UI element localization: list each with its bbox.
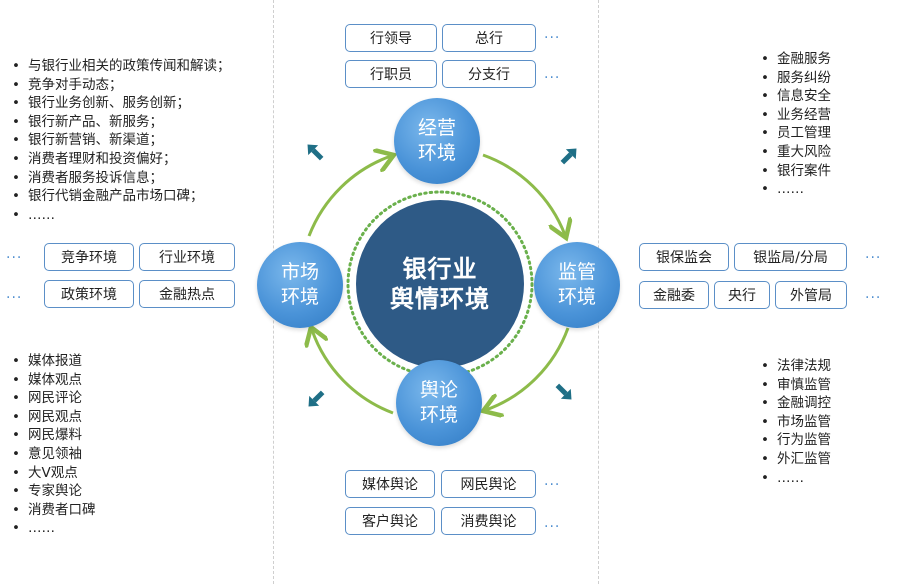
list-item: 媒体报道 bbox=[12, 352, 96, 371]
list-item: 业务经营 bbox=[761, 106, 831, 125]
list-item: …… bbox=[761, 180, 831, 199]
arrow-top-right bbox=[560, 148, 577, 165]
list-item: 意见领袖 bbox=[12, 445, 96, 464]
tag-cbirc: 银保监会 bbox=[639, 243, 729, 271]
left-more-1: ··· bbox=[6, 250, 23, 266]
node-regulatory-line1: 监管 bbox=[557, 261, 596, 283]
list-item: 金融调控 bbox=[761, 394, 831, 413]
tag-industry: 行业环境 bbox=[139, 243, 235, 271]
tag-central-bank: 央行 bbox=[714, 281, 770, 309]
list-market-items: 与银行业相关的政策传闻和解读；竞争对手动态；银行业务创新、服务创新；银行新产品、… bbox=[12, 57, 231, 224]
list-item: 银行新营销、新渠道； bbox=[12, 131, 231, 150]
list-item: …… bbox=[12, 206, 231, 225]
list-item: 银行新产品、新服务； bbox=[12, 113, 231, 132]
list-item: …… bbox=[761, 469, 831, 488]
list-item: 竞争对手动态； bbox=[12, 76, 231, 95]
tag-policy: 政策环境 bbox=[44, 280, 134, 308]
list-item: 市场监管 bbox=[761, 413, 831, 432]
tag-bank-leaders: 行领导 bbox=[345, 24, 437, 52]
node-business-line1: 经营 bbox=[417, 117, 456, 139]
arc-top-left bbox=[307, 156, 391, 237]
list-regulatory-items: 法律法规审慎监管金融调控市场监管行为监管外汇监管…… bbox=[761, 357, 831, 487]
tag-competition: 竞争环境 bbox=[44, 243, 134, 271]
left-more-2: ··· bbox=[6, 290, 23, 306]
list-opinion-items: 媒体报道媒体观点网民评论网民观点网民爆料意见领袖大V观点专家舆论消费者口碑…… bbox=[12, 352, 96, 538]
node-opinion-line1: 舆论 bbox=[419, 379, 458, 401]
list-item: …… bbox=[12, 519, 96, 538]
node-market-env: 市场 环境 bbox=[257, 242, 343, 328]
arc-bottom-right bbox=[486, 327, 570, 410]
list-item: 消费者服务投诉信息； bbox=[12, 169, 231, 188]
list-item: 与银行业相关的政策传闻和解读； bbox=[12, 57, 231, 76]
tag-media-opinion: 媒体舆论 bbox=[345, 470, 435, 498]
list-item: 网民评论 bbox=[12, 389, 96, 408]
list-item: 媒体观点 bbox=[12, 371, 96, 390]
arc-top-right bbox=[482, 153, 565, 235]
arrows bbox=[307, 144, 577, 407]
center-line2: 舆情环境 bbox=[390, 285, 490, 313]
right-more-1: ··· bbox=[865, 250, 882, 266]
arrow-bottom-right bbox=[555, 383, 572, 400]
list-item: 外汇监管 bbox=[761, 450, 831, 469]
list-item: 员工管理 bbox=[761, 124, 831, 143]
arrow-top-left bbox=[307, 144, 324, 161]
top-more-1: ··· bbox=[544, 30, 561, 46]
arc-bottom-left bbox=[312, 330, 394, 415]
list-item: 大V观点 bbox=[12, 464, 96, 483]
tag-netizen-opinion: 网民舆论 bbox=[441, 470, 536, 498]
tag-head-office: 总行 bbox=[442, 24, 536, 52]
tag-bank-staff: 行职员 bbox=[345, 60, 437, 88]
node-regulatory-line2: 环境 bbox=[557, 286, 596, 308]
tag-cbrc-bureau: 银监局/分局 bbox=[734, 243, 847, 271]
list-item: 消费者理财和投资偏好； bbox=[12, 150, 231, 169]
center-line1: 银行业 bbox=[402, 255, 478, 283]
list-item: 信息安全 bbox=[761, 87, 831, 106]
list-item: 专家舆论 bbox=[12, 482, 96, 501]
list-item: 审慎监管 bbox=[761, 376, 831, 395]
list-item: 消费者口碑 bbox=[12, 501, 96, 520]
tag-customer-opinion: 客户舆论 bbox=[345, 507, 435, 535]
right-more-2: ··· bbox=[865, 290, 882, 306]
list-item: 网民观点 bbox=[12, 408, 96, 427]
list-item: 行为监管 bbox=[761, 431, 831, 450]
tag-finance-hot: 金融热点 bbox=[139, 280, 235, 308]
list-business-items: 金融服务服务纠纷信息安全业务经营员工管理重大风险银行案件…… bbox=[761, 50, 831, 199]
list-item: 银行案件 bbox=[761, 162, 831, 181]
tag-fsdc: 金融委 bbox=[639, 281, 709, 309]
node-market-line1: 市场 bbox=[280, 261, 319, 283]
bottom-more-2: ··· bbox=[544, 519, 561, 535]
list-item: 金融服务 bbox=[761, 50, 831, 69]
node-market-line2: 环境 bbox=[280, 286, 319, 308]
center-node: 银行业 舆情环境 bbox=[356, 200, 524, 368]
arrow-bottom-left bbox=[308, 390, 325, 407]
list-item: 服务纠纷 bbox=[761, 69, 831, 88]
node-business-line2: 环境 bbox=[417, 142, 456, 164]
tag-consumer-opinion: 消费舆论 bbox=[441, 507, 536, 535]
node-opinion-line2: 环境 bbox=[419, 404, 458, 426]
list-item: 网民爆料 bbox=[12, 426, 96, 445]
bottom-more-1: ··· bbox=[544, 477, 561, 493]
list-item: 银行代销金融产品市场口碑； bbox=[12, 187, 231, 206]
list-item: 重大风险 bbox=[761, 143, 831, 162]
tag-safe: 外管局 bbox=[775, 281, 847, 309]
list-item: 法律法规 bbox=[761, 357, 831, 376]
node-regulatory-env: 监管 环境 bbox=[534, 242, 620, 328]
node-opinion-env: 舆论 环境 bbox=[396, 360, 482, 446]
tag-branches: 分支行 bbox=[442, 60, 536, 88]
node-business-env: 经营 环境 bbox=[394, 98, 480, 184]
list-item: 银行业务创新、服务创新； bbox=[12, 94, 231, 113]
top-more-2: ··· bbox=[544, 70, 561, 86]
